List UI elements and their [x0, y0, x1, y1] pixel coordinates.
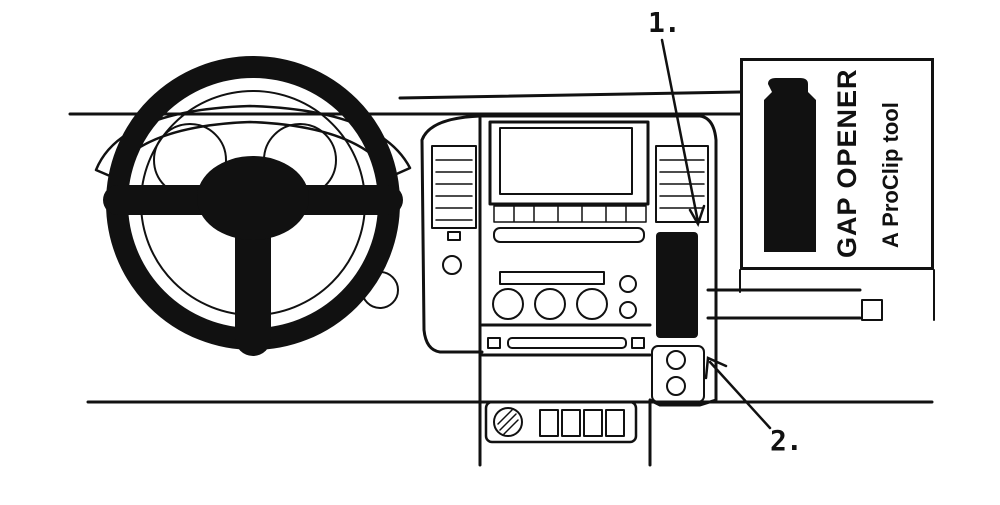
climate-panel	[484, 400, 638, 444]
steering-wheel	[103, 56, 403, 356]
nav-display-screen	[499, 127, 633, 195]
console-outline	[420, 114, 718, 467]
nav-display-bezel	[488, 120, 650, 206]
pocket-trim	[651, 345, 705, 403]
cd-slot	[499, 271, 605, 285]
small-knob-1	[619, 275, 637, 293]
climate-button-2	[561, 409, 581, 437]
callout-label-2: 2.	[770, 424, 803, 457]
knob-3	[576, 288, 608, 320]
callout-label-1: 1.	[648, 6, 681, 39]
pocket-knob-2	[666, 376, 686, 396]
vent-left	[431, 145, 477, 229]
instrument-hood	[94, 104, 412, 178]
small-knob-2	[619, 301, 637, 319]
display-buttons	[493, 205, 647, 223]
dash-right-trim	[706, 288, 862, 320]
dash-switch	[861, 299, 883, 321]
climate-button-1	[539, 409, 559, 437]
pocket-knob-1	[666, 350, 686, 370]
leader-arrows	[660, 38, 772, 430]
radio-button-row	[493, 227, 645, 243]
climate-knob	[493, 407, 523, 437]
pocket-filled	[656, 232, 698, 338]
tool-panel-subtitle: A ProClip tool	[878, 102, 903, 248]
tray-button-right	[631, 337, 645, 349]
hazard-knob	[442, 255, 462, 275]
tray-slot	[507, 337, 627, 349]
knob-1	[492, 288, 524, 320]
side-button	[447, 231, 461, 241]
knob-2	[534, 288, 566, 320]
climate-button-4	[605, 409, 625, 437]
console-lower-box	[480, 323, 652, 357]
tool-panel-title: GAP OPENER	[832, 68, 862, 258]
dash-top-line	[398, 90, 742, 100]
tray-button-left	[487, 337, 501, 349]
climate-button-3	[583, 409, 603, 437]
